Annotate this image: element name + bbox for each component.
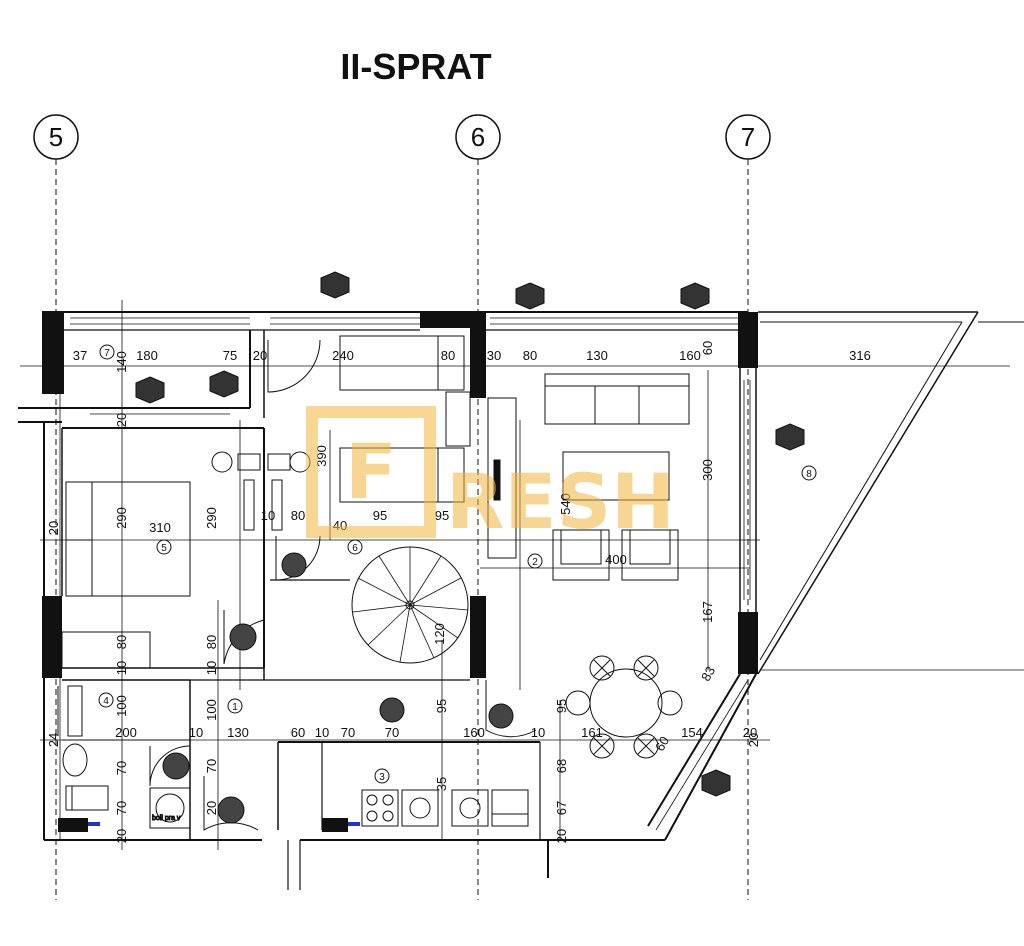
svg-text:20: 20 [114, 413, 129, 427]
svg-text:160: 160 [463, 725, 485, 740]
watermark: F RESH [306, 406, 675, 546]
svg-text:8: 8 [806, 469, 812, 480]
svg-text:140: 140 [114, 351, 129, 373]
furniture: boil pra v [57, 335, 690, 831]
svg-text:RESH: RESH [446, 457, 675, 546]
svg-text:20: 20 [746, 733, 761, 747]
svg-text:10: 10 [114, 661, 129, 675]
svg-text:10: 10 [204, 661, 219, 675]
svg-text:83: 83 [698, 664, 718, 684]
svg-text:67: 67 [554, 801, 569, 815]
room-4: 4 [98, 692, 114, 708]
svg-text:400: 400 [605, 552, 627, 567]
svg-text:6: 6 [471, 122, 485, 152]
svg-text:80: 80 [291, 508, 305, 523]
room-2: 2 [527, 553, 543, 569]
svg-text:60: 60 [652, 734, 672, 754]
svg-text:10: 10 [531, 725, 545, 740]
svg-text:100: 100 [204, 699, 219, 721]
axis-6: 6 [455, 114, 501, 900]
svg-text:3: 3 [379, 772, 385, 783]
svg-text:20: 20 [114, 829, 129, 843]
svg-text:70: 70 [385, 725, 399, 740]
svg-text:20: 20 [46, 521, 61, 535]
svg-text:10: 10 [189, 725, 203, 740]
axis-5: 5 [33, 114, 79, 900]
svg-text:95: 95 [434, 699, 449, 713]
dimension-texts: 37 180 75 20 240 80 30 80 130 160 316 60… [46, 341, 871, 843]
svg-text:130: 130 [227, 725, 249, 740]
svg-text:7: 7 [104, 348, 110, 359]
svg-text:70: 70 [114, 761, 129, 775]
svg-text:2: 2 [532, 557, 538, 568]
svg-text:20: 20 [253, 348, 267, 363]
svg-text:20: 20 [204, 801, 219, 815]
svg-text:5: 5 [161, 543, 167, 554]
room-6: 6 [347, 539, 363, 555]
svg-text:80: 80 [523, 348, 537, 363]
svg-text:290: 290 [114, 507, 129, 529]
svg-text:130: 130 [586, 348, 608, 363]
svg-text:60: 60 [700, 341, 715, 355]
room-7: 7 [99, 344, 115, 360]
svg-text:100: 100 [114, 695, 129, 717]
svg-text:F: F [345, 427, 397, 516]
room-3: 3 [374, 768, 390, 784]
svg-text:boil pra v: boil pra v [152, 815, 181, 822]
svg-text:161: 161 [581, 725, 603, 740]
svg-text:95: 95 [373, 508, 387, 523]
svg-text:4: 4 [103, 696, 109, 707]
svg-text:200: 200 [115, 725, 137, 740]
svg-text:70: 70 [204, 759, 219, 773]
svg-text:240: 240 [332, 348, 354, 363]
axis-7: 7 [725, 114, 771, 900]
svg-text:6: 6 [352, 543, 358, 554]
svg-text:5: 5 [49, 122, 63, 152]
svg-text:7: 7 [741, 122, 755, 152]
svg-text:70: 70 [341, 725, 355, 740]
svg-text:1: 1 [232, 702, 238, 713]
room-labels: 1 2 3 4 5 6 7 8 [98, 344, 817, 784]
room-5: 5 [156, 539, 172, 555]
svg-text:180: 180 [136, 348, 158, 363]
svg-text:95: 95 [554, 699, 569, 713]
svg-text:20: 20 [554, 829, 569, 843]
svg-text:20: 20 [743, 725, 757, 740]
svg-text:60: 60 [291, 725, 305, 740]
svg-text:167: 167 [700, 601, 715, 623]
svg-text:70: 70 [114, 801, 129, 815]
svg-text:68: 68 [554, 759, 569, 773]
svg-text:160: 160 [679, 348, 701, 363]
hexagon-markers [135, 271, 805, 797]
svg-text:10: 10 [315, 725, 329, 740]
windows [70, 317, 751, 831]
fan-markers [162, 552, 514, 824]
room-1: 1 [227, 698, 243, 714]
electrical-panels [58, 818, 360, 832]
svg-text:154: 154 [681, 725, 703, 740]
plan-title: II-SPRAT [340, 46, 491, 87]
svg-text:120: 120 [432, 623, 447, 645]
svg-text:310: 310 [149, 520, 171, 535]
svg-text:24: 24 [46, 733, 61, 747]
svg-text:80: 80 [441, 348, 455, 363]
svg-text:75: 75 [223, 348, 237, 363]
walls [18, 311, 1024, 890]
svg-text:80: 80 [204, 635, 219, 649]
svg-text:290: 290 [204, 507, 219, 529]
svg-text:35: 35 [434, 777, 449, 791]
svg-text:300: 300 [700, 459, 715, 481]
svg-text:10: 10 [261, 508, 275, 523]
svg-text:30: 30 [487, 348, 501, 363]
svg-text:316: 316 [849, 348, 871, 363]
svg-text:95: 95 [435, 508, 449, 523]
svg-text:540: 540 [558, 493, 573, 515]
room-8: 8 [801, 465, 817, 481]
svg-text:37: 37 [73, 348, 87, 363]
svg-text:80: 80 [114, 635, 129, 649]
